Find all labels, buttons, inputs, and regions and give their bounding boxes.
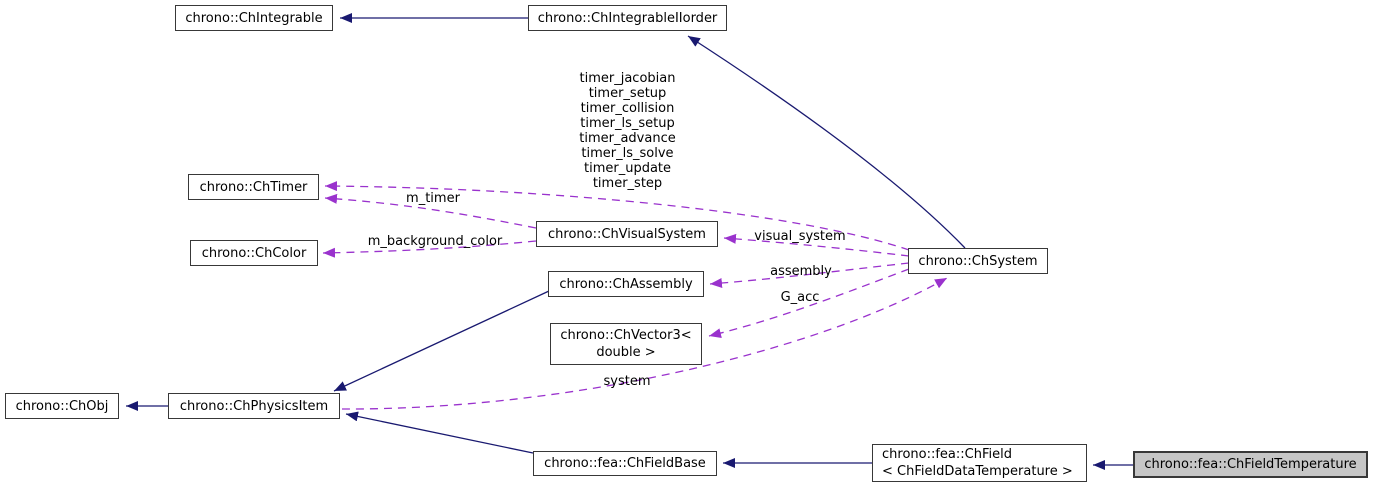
edge-inherit-assembly-to-physicsitem: [333, 290, 550, 392]
node-chsystem[interactable]: chrono::ChSystem: [908, 248, 1048, 274]
node-label: chrono::ChObj: [15, 398, 109, 414]
node-chfieldtemperature-current: chrono::fea::ChFieldTemperature: [1133, 451, 1368, 478]
edge-usage-system-to-visualsystem: [723, 233, 910, 257]
node-chtimer[interactable]: chrono::ChTimer: [188, 174, 319, 200]
node-label: chrono::ChSystem: [918, 253, 1038, 269]
edge-usage-visualsystem-to-timer-mtimer: [324, 193, 537, 229]
node-label: chrono::ChTimer: [199, 179, 308, 195]
edge-label-assembly: assembly: [770, 264, 832, 279]
node-chcolor[interactable]: chrono::ChColor: [190, 240, 318, 266]
edge-label-system: system: [603, 374, 651, 389]
node-label: chrono::ChVisualSystem: [548, 226, 706, 242]
edge-usage-system-to-vector3-gacc: [708, 268, 910, 339]
edge-usage-system-to-timer-timers: [324, 181, 910, 251]
node-label: chrono::ChIntegrable: [185, 10, 323, 26]
node-label: chrono::ChAssembly: [559, 276, 693, 292]
edge-label-visual-system: visual_system: [754, 229, 846, 244]
node-chintegrable[interactable]: chrono::ChIntegrable: [175, 5, 333, 31]
node-label: chrono::fea::ChFieldBase: [544, 456, 706, 471]
edge-usage-physicsitem-to-system: [341, 277, 948, 410]
node-label: chrono::fea::ChField < ChFieldDataTemper…: [882, 447, 1073, 479]
edge-label-g-acc: G_acc: [780, 290, 820, 305]
node-chfieldbase[interactable]: chrono::fea::ChFieldBase: [533, 451, 717, 476]
node-label: chrono::ChColor: [201, 245, 307, 261]
node-label: chrono::ChIntegrableIIorder: [537, 10, 718, 26]
edge-label-m-timer: m_timer: [406, 191, 460, 206]
edge-label-m-background-color: m_background_color: [367, 234, 503, 249]
node-chfield-chfielddatatemperature[interactable]: chrono::fea::ChField < ChFieldDataTemper…: [872, 444, 1087, 482]
edge-usage-system-to-assembly: [709, 262, 910, 289]
node-chintegrableiiorder[interactable]: chrono::ChIntegrableIIorder: [528, 5, 727, 31]
node-label: chrono::ChPhysicsItem: [179, 398, 329, 414]
node-chvisualsystem[interactable]: chrono::ChVisualSystem: [536, 221, 718, 247]
edge-inherit-fieldbase-to-physicsitem: [345, 411, 534, 454]
node-label: chrono::ChVector3< double >: [560, 328, 692, 360]
node-label: chrono::fea::ChFieldTemperature: [1144, 457, 1357, 472]
edge-label-timer-members: timer_jacobian timer_setup timer_collisi…: [579, 71, 676, 191]
node-chassembly[interactable]: chrono::ChAssembly: [548, 271, 704, 297]
node-chvector3-double[interactable]: chrono::ChVector3< double >: [550, 323, 702, 365]
edge-inherit-system-to-iiorder: [687, 35, 966, 249]
node-chobj[interactable]: chrono::ChObj: [5, 393, 119, 419]
node-chphysicsitem[interactable]: chrono::ChPhysicsItem: [168, 393, 340, 419]
